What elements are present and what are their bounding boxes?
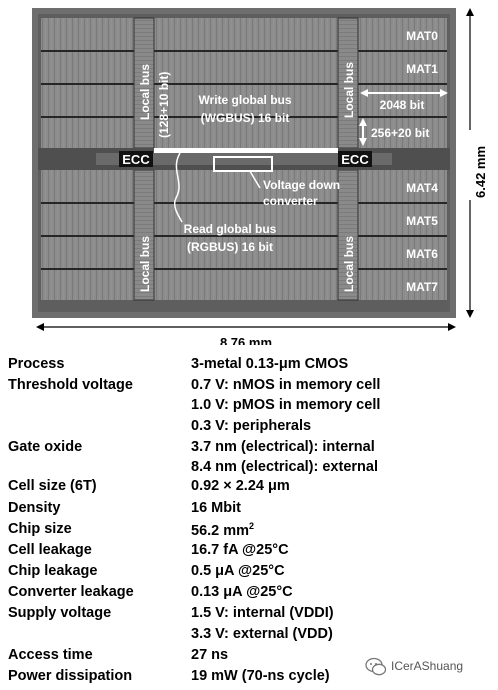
spec-value: 0.5 μA @25°C [191,563,285,579]
local-bus-label: Local bus [342,236,356,292]
ecc-left-block [119,151,153,167]
wgbus-label: (WGBUS) 16 bit [201,111,290,125]
local-bus-strips [133,17,359,301]
spec-value: 3-metal 0.13-μm CMOS [191,356,349,372]
ecc-right-block [338,151,372,167]
spec-value: 8.4 nm (electrical): external [191,459,378,475]
mat-label: MAT0 [406,29,438,43]
spec-label: Converter leakage [8,584,134,600]
spec-label: Cell size (6T) [8,478,97,494]
dim-2048-arrow [360,89,448,97]
spec-value: 0.13 μA @25°C [191,584,293,600]
rgbus-label: (RGBUS) 16 bit [187,240,273,254]
spec-label: Process [8,356,65,372]
spec-label: Supply voltage [8,605,112,621]
height-label: 6.42 mm [473,146,488,198]
rgbus-label: Read global bus [184,222,277,236]
mat-label: MAT7 [406,280,438,294]
dim-256-arrow [359,118,367,146]
local-bus-label: Local bus [138,236,152,292]
spec-value: 3.3 V: external (VDD) [191,626,333,642]
spec-label: Chip leakage [8,563,98,579]
write-global-bus-line [154,148,338,153]
voltage-converter-label: converter [263,194,318,208]
spec-label: Chip size [8,521,72,537]
spec-label: Density [8,500,61,516]
chip-die-photo: ECC ECC MAT0 MAT1 MAT4 MAT5 MAT6 MAT7 Lo… [32,8,488,345]
ecc-left-label: ECC [122,152,150,167]
spec-label: Gate oxide [8,439,83,455]
spec-value: 16 Mbit [191,500,241,516]
voltage-converter-box [213,156,273,172]
local-bus-label: Local bus [138,64,152,120]
mat-label: MAT1 [406,62,438,76]
voltage-converter-label: Voltage down [263,178,340,192]
spec-value-superscript: 2 [249,521,255,531]
watermark-text: ICerAShuang [391,659,464,673]
spec-label: Power dissipation [8,668,133,684]
local-bus-width-label: (128+10 bit) [157,72,171,138]
wechat-logo-icon [365,657,387,676]
spec-value: 27 ns [191,647,229,663]
wgbus-label: Write global bus [198,93,291,107]
spec-value: 0.7 V: nMOS in memory cell [191,377,381,393]
spec-label: Threshold voltage [8,377,133,393]
width-label: 8.76 mm [220,335,272,345]
spec-value: 3.7 nm (electrical): internal [191,439,375,455]
mat-label: MAT5 [406,214,438,228]
spec-value: 1.5 V: internal (VDDI) [191,605,334,621]
dim-2048-label: 2048 bit [380,98,425,112]
spec-value-text: 56.2 mm [191,522,250,539]
dim-256-label: 256+20 bit [371,126,429,140]
spec-value: 1.0 V: pMOS in memory cell [191,397,381,413]
spec-value: 19 mW (70-ns cycle) [191,668,330,684]
spec-value: 0.92 × 2.24 μm [191,478,290,494]
mat-label: MAT6 [406,247,438,261]
spec-value: 16.7 fA @25°C [191,542,289,558]
spec-label: Cell leakage [8,542,92,558]
spec-value: 56.2 mm2 [191,521,254,539]
width-dimension [36,323,456,331]
spec-value: 0.3 V: peripherals [191,418,312,434]
spec-label: Access time [8,647,93,663]
mat-label: MAT4 [406,181,438,195]
ecc-right-label: ECC [341,152,369,167]
local-bus-label: Local bus [342,62,356,118]
